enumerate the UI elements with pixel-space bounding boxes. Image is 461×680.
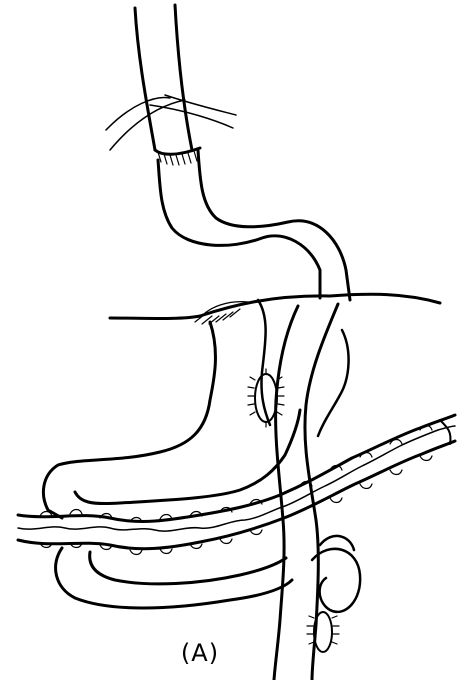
panel-label: (A) [0,641,400,665]
esophagus [135,5,350,300]
vagal-nerve-trunks [106,95,236,150]
diaphragm [110,294,440,324]
transverse-colon [18,415,455,555]
